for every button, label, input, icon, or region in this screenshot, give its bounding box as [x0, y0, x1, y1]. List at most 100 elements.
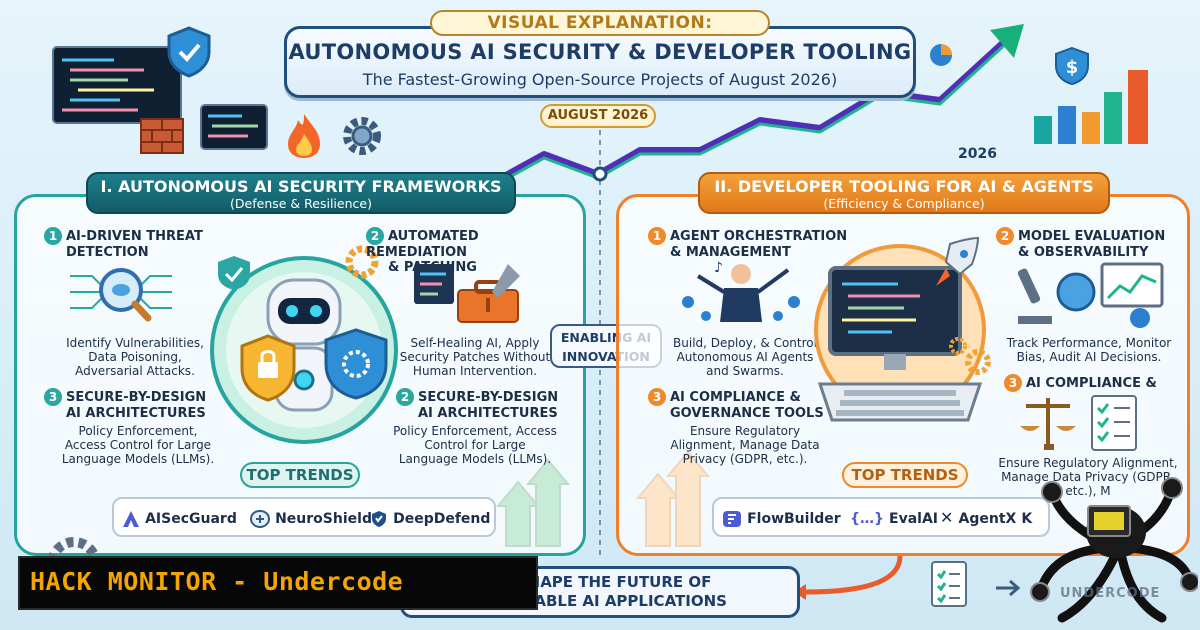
section-number: 2 — [396, 388, 414, 406]
section-title: AUTOMATED REMEDIATION — [366, 229, 479, 260]
secure-by-design-body-2: Policy Enforcement, Access Control for L… — [380, 424, 570, 466]
body-line: Alignment, Manage Data — [670, 438, 820, 452]
toolbox-icon — [412, 262, 532, 330]
section-number: 1 — [648, 227, 666, 245]
aisecguard-logo-icon — [123, 510, 139, 527]
neuroshield-logo-icon — [249, 509, 271, 528]
body-line: Build, Deploy, & Control — [673, 336, 817, 350]
agentx-logo-icon: ✕ — [940, 508, 954, 527]
watermark-text: UNDERCODE — [1060, 586, 1161, 601]
compliance-body: Ensure Regulatory Alignment, Manage Data… — [650, 424, 840, 466]
section-title-line2: AI ARCHITECTURES — [66, 406, 206, 421]
section-title: SECURE-BY-DESIGN — [66, 390, 207, 405]
bottom-line-1: TO SHAPE THE FUTURE OF — [488, 573, 712, 591]
trend-name: NeuroShield — [275, 511, 372, 527]
section-number: 3 — [44, 388, 62, 406]
body-line: Policy Enforcement, — [78, 424, 198, 438]
deepdefend-item[interactable]: DeepDefend — [370, 508, 490, 528]
section-number: 1 — [44, 227, 62, 245]
pre-title: VISUAL EXPLANATION: — [487, 13, 713, 33]
tooling-panel-title: II. DEVELOPER TOOLING FOR AI & AGENTS — [714, 177, 1094, 196]
pie-chart-icon — [928, 42, 954, 72]
body-line: Control for Large — [424, 438, 526, 452]
body-line: etc.), M — [1065, 484, 1111, 498]
body-line: Track Performance, Monitor — [1006, 336, 1172, 350]
body-line: Manage Data Privacy (GDPR, — [1001, 470, 1175, 484]
fire-icon — [284, 112, 324, 164]
growth-line — [484, 33, 1013, 189]
neuroshield-item[interactable]: NeuroShield — [249, 508, 372, 528]
body-line: Ensure Regulatory Alignment, — [998, 456, 1178, 470]
section-title: MODEL EVALUATION — [1018, 229, 1166, 244]
body-line: Autonomous AI Agents — [676, 350, 814, 364]
threat-detection-body: Identify Vulnerabilities, Data Poisoning… — [40, 336, 230, 378]
gear-icon — [338, 112, 386, 164]
arrow-right-icon — [994, 578, 1024, 602]
deepdefend-logo-icon — [372, 510, 386, 527]
body-line: Ensure Regulatory — [689, 424, 801, 438]
robot-illustration — [206, 240, 402, 462]
section-title-line2: AI ARCHITECTURES — [418, 406, 558, 421]
section-title: SECURE-BY-DESIGN — [418, 390, 559, 405]
code-window-small — [200, 104, 268, 150]
section-number: 2 — [996, 227, 1014, 245]
svg-text:♪: ♪ — [714, 260, 723, 276]
secure-by-design-body: Policy Enforcement, Access Control for L… — [38, 424, 238, 466]
section-title-line2: GOVERNANCE TOOLS — [670, 406, 824, 421]
aisecguard-item[interactable]: AISecGuard — [122, 508, 237, 528]
secure-by-design-section-2: 2 SECURE-BY-DESIGN AI ARCHITECTURES — [396, 388, 576, 421]
svg-text:$: $ — [1066, 57, 1079, 78]
body-line: Policy Enforcement, Access — [393, 424, 557, 438]
computer-illustration — [800, 234, 1000, 458]
scales-checklist-icon — [1018, 392, 1148, 456]
body-line: Self-Healing AI, Apply — [410, 336, 540, 350]
page-title: AUTONOMOUS AI SECURITY & DEVELOPER TOOLI… — [288, 40, 912, 64]
agentx-item[interactable]: ✕ AgentX K — [940, 508, 1032, 527]
section-title-line2: DETECTION — [66, 245, 149, 260]
compliance-body-2: Ensure Regulatory Alignment, Manage Data… — [990, 456, 1186, 498]
body-line: Security Patches Without — [399, 350, 551, 364]
pre-title-badge: VISUAL EXPLANATION: — [430, 10, 770, 36]
section-title: AI COMPLIANCE & — [670, 390, 801, 405]
section-number: 3 — [648, 388, 666, 406]
body-line: Data Poisoning, — [88, 350, 182, 364]
conductor-icon: ♪ — [676, 258, 806, 332]
agent-orchestration-section: 1 AGENT ORCHESTRATION & MANAGEMENT — [648, 227, 848, 260]
body-line: and Swarms. — [706, 364, 784, 378]
code-window-large — [52, 46, 182, 124]
dollar-shield-icon: $ — [1054, 46, 1090, 90]
top-trends-label-security: TOP TRENDS — [240, 462, 360, 488]
magnifier-brain-icon — [66, 262, 176, 326]
section-title-line2: & MANAGEMENT — [670, 245, 791, 260]
shield-icon — [166, 26, 212, 82]
section-number: 2 — [366, 227, 384, 245]
automated-remediation-body: Self-Healing AI, Apply Security Patches … — [380, 336, 570, 378]
section-title: AGENT ORCHESTRATION — [670, 229, 848, 244]
trend-name: FlowBuilder — [747, 511, 841, 527]
body-line: Language Models (LLMs). — [61, 452, 215, 466]
evalai-item[interactable]: {…} EvalAI — [850, 508, 938, 527]
body-line: Adversarial Attacks. — [75, 364, 195, 378]
hack-monitor-banner: HACK MONITOR - Undercode — [18, 556, 538, 610]
body-line: Human Intervention. — [412, 364, 538, 378]
flowbuilder-item[interactable]: FlowBuilder — [722, 508, 841, 528]
tooling-panel-subtitle: (Efficiency & Compliance) — [823, 196, 985, 211]
evalai-logo-icon: {…} — [850, 511, 884, 527]
body-line: Language Models (LLMs). — [398, 452, 552, 466]
checklist-icon — [930, 560, 970, 612]
microscope-brain-icon — [1014, 258, 1174, 334]
security-panel-header: I. AUTONOMOUS AI SECURITY FRAMEWORKS (De… — [86, 172, 516, 214]
body-line: Access Control for Large — [64, 438, 212, 452]
secure-by-design-section: 3 SECURE-BY-DESIGN AI ARCHITECTURES — [44, 388, 244, 421]
tooling-panel-header: II. DEVELOPER TOOLING FOR AI & AGENTS (E… — [698, 172, 1110, 214]
trend-tail: K — [1021, 511, 1033, 527]
section-number: 3 — [1004, 374, 1022, 392]
flowbuilder-logo-icon — [723, 510, 741, 527]
page-subtitle: The Fastest-Growing Open-Source Projects… — [362, 70, 838, 89]
body-line: Bias, Audit AI Decisions. — [1016, 350, 1162, 364]
tooling-trends-bar: FlowBuilder {…} EvalAI ✕ AgentX K — [712, 497, 1050, 537]
